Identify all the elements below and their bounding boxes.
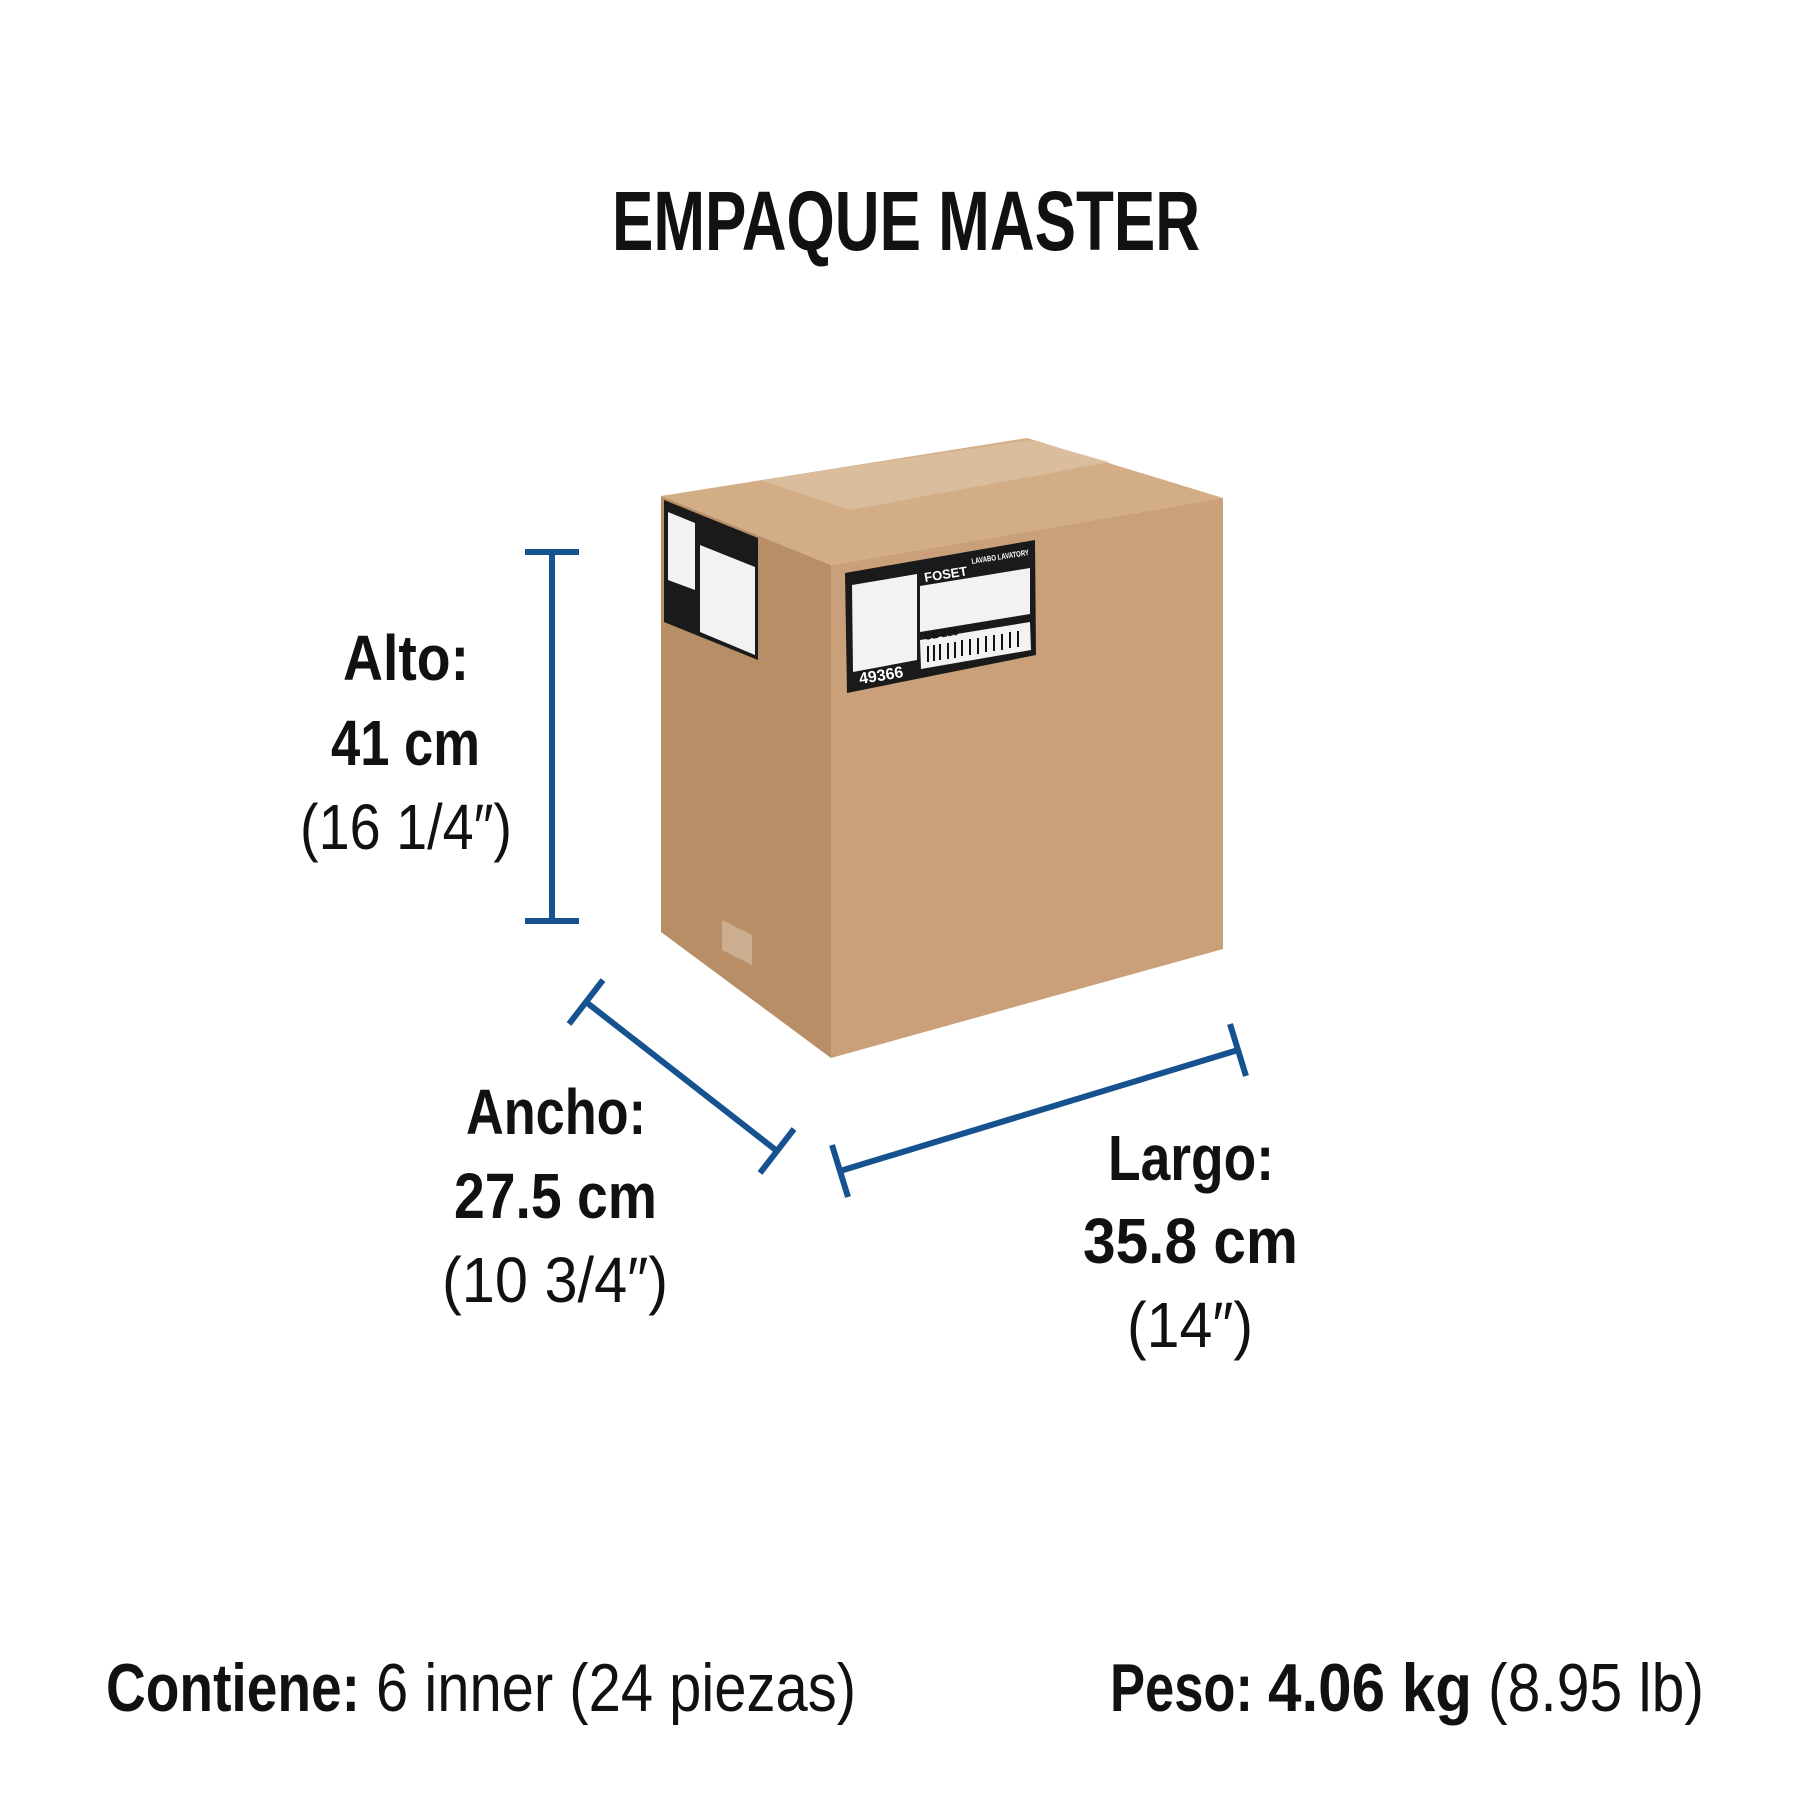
width-imperial: (10 3/4″) bbox=[442, 1244, 668, 1316]
length-dimension-line bbox=[829, 1023, 1249, 1198]
label-code: 49366 bbox=[858, 664, 905, 688]
box-top-face bbox=[661, 438, 1223, 565]
box-side-label bbox=[664, 500, 758, 660]
tape-patch bbox=[722, 920, 752, 965]
barcode bbox=[927, 631, 1019, 662]
shipping-box-image: 49366 FOSET LAVABO LAVATORY CE-218 bbox=[661, 438, 1223, 1058]
length-label: Largo: bbox=[1108, 1122, 1274, 1194]
length-metric: 35.8 cm bbox=[1083, 1205, 1298, 1277]
contents-label: Contiene: bbox=[106, 1650, 360, 1726]
box-front-label: 49366 FOSET LAVABO LAVATORY CE-218 bbox=[845, 540, 1036, 693]
height-dimension-line bbox=[525, 549, 579, 924]
length-imperial: (14″) bbox=[1127, 1289, 1253, 1361]
packing-tape bbox=[760, 440, 1110, 510]
label-model: CE-218 bbox=[924, 627, 960, 643]
height-metric: 41 cm bbox=[331, 707, 480, 779]
height-imperial: (16 1/4″) bbox=[300, 791, 512, 863]
weight-label: Peso: bbox=[1110, 1650, 1253, 1726]
width-metric: 27.5 cm bbox=[454, 1160, 657, 1232]
width-label: Ancho: bbox=[466, 1076, 646, 1148]
page-title: EMPAQUE MASTER bbox=[612, 174, 1200, 268]
weight-metric: 4.06 kg bbox=[1268, 1650, 1472, 1726]
contents-value: 6 inner (24 piezas) bbox=[376, 1650, 856, 1726]
width-dimension-line bbox=[566, 978, 797, 1175]
label-brand: FOSET bbox=[923, 563, 968, 585]
height-label: Alto: bbox=[343, 622, 469, 694]
weight-imperial: (8.95 lb) bbox=[1488, 1650, 1704, 1726]
